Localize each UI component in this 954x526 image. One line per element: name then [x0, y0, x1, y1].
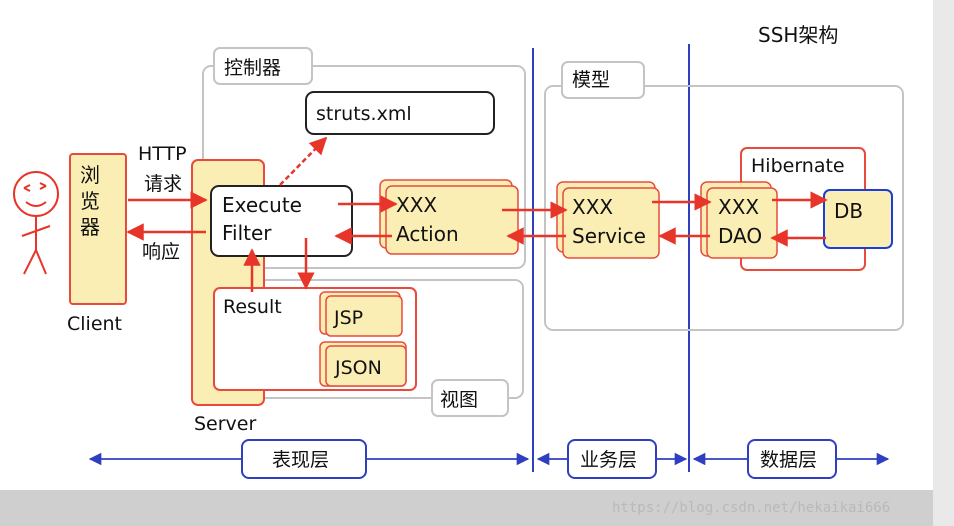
- client-label: Client: [67, 313, 122, 335]
- user-figure: [13, 171, 59, 275]
- controller-label: 控制器: [224, 57, 281, 79]
- service-line-2: Service: [572, 224, 646, 248]
- footer-strip: [0, 490, 954, 526]
- browser-box: [69, 153, 127, 305]
- jsp-label: JSP: [333, 307, 363, 329]
- request-label: 请求: [144, 173, 182, 195]
- action-line-2: Action: [396, 222, 459, 246]
- presentation-layer-tag: [241, 439, 367, 479]
- jsp-box: [325, 295, 403, 337]
- browser-char-3: 器: [80, 215, 100, 239]
- service-line-1: XXX: [572, 195, 613, 219]
- view-label: 视图: [440, 389, 478, 411]
- data-layer-tag: [747, 439, 837, 479]
- filter-line-2: Filter: [222, 221, 272, 245]
- action-line-1: XXX: [396, 193, 437, 217]
- right-scroll-strip: [933, 0, 954, 526]
- flow-arrows: [126, 136, 828, 292]
- service-box: [562, 187, 660, 259]
- browser-char-2: 览: [80, 189, 100, 213]
- data-layer-label: 数据层: [760, 449, 817, 471]
- browser-char-1: 浏: [80, 163, 100, 187]
- presentation-layer-label: 表现层: [272, 449, 329, 471]
- json-box: [325, 345, 407, 387]
- dao-box: [706, 187, 778, 259]
- config-arrow: [279, 136, 328, 186]
- filter-line-1: Execute: [222, 193, 302, 217]
- server-label: Server: [194, 413, 256, 435]
- response-label: 响应: [142, 241, 180, 263]
- controller-tab: [213, 47, 313, 85]
- model-label: 模型: [572, 69, 610, 91]
- http-label: HTTP: [138, 143, 187, 165]
- hibernate-label: Hibernate: [751, 155, 845, 177]
- db-box: [823, 189, 893, 249]
- json-label: JSON: [334, 357, 382, 379]
- db-label: DB: [834, 199, 863, 223]
- watermark-text: https://blog.csdn.net/hekaikai666: [612, 500, 890, 516]
- result-label: Result: [223, 296, 282, 318]
- execute-filter-box: [210, 185, 353, 257]
- diagram-title: SSH架构: [758, 23, 838, 47]
- business-layer-tag: [567, 439, 657, 479]
- view-tab: [431, 379, 509, 417]
- model-tab: [561, 61, 645, 99]
- business-layer-label: 业务层: [580, 449, 637, 471]
- struts-config-label: struts.xml: [316, 103, 412, 125]
- model-frame: [544, 85, 904, 331]
- dao-line-1: XXX: [718, 195, 759, 219]
- struts-config-box: [305, 91, 495, 135]
- dao-line-2: DAO: [718, 224, 762, 248]
- action-box: [385, 185, 519, 255]
